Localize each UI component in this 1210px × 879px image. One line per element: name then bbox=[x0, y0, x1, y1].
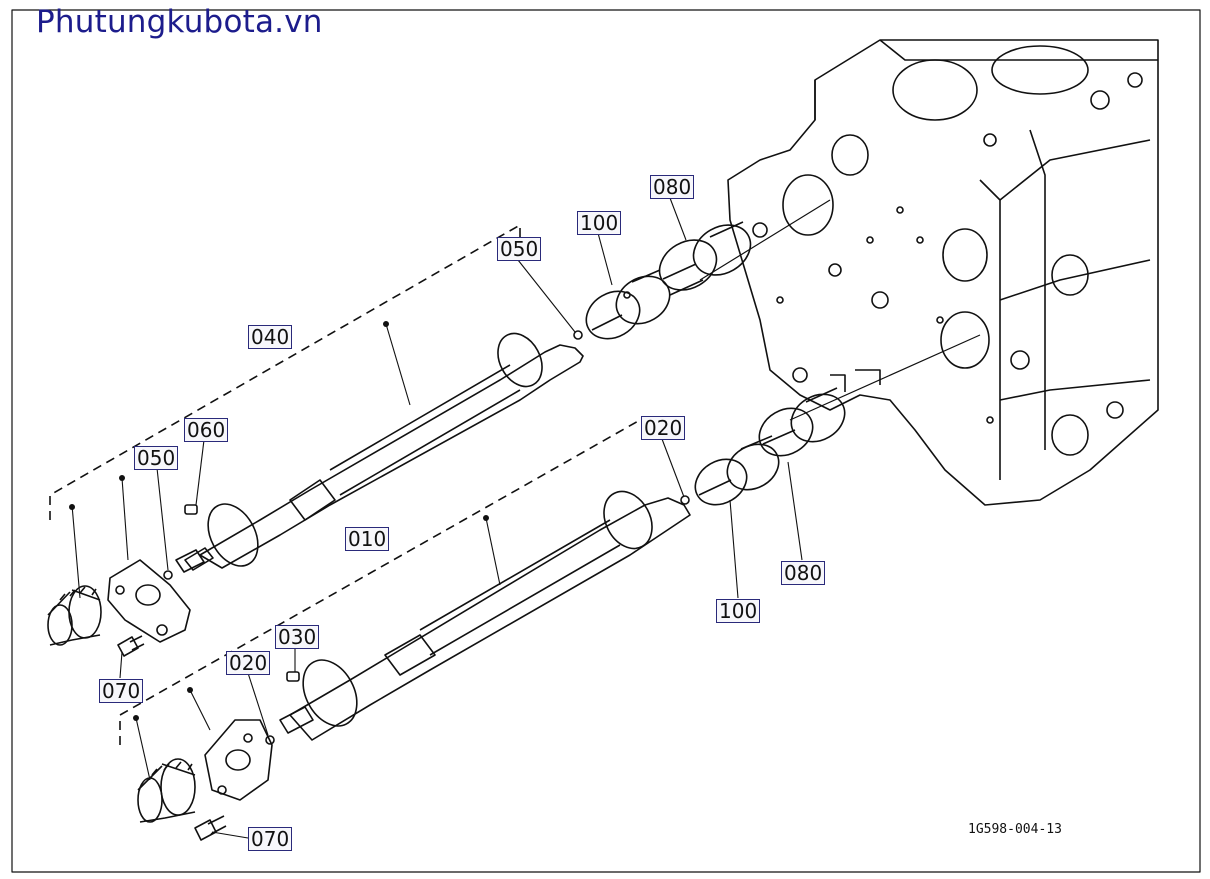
callout-100-top[interactable]: 100 bbox=[577, 211, 622, 235]
bushing-080-lower bbox=[758, 387, 846, 457]
callout-060[interactable]: 060 bbox=[184, 418, 229, 442]
key-030 bbox=[286, 671, 300, 682]
callout-070-top[interactable]: 070 bbox=[99, 679, 144, 703]
callout-030[interactable]: 030 bbox=[275, 625, 320, 649]
bushing-100-lower bbox=[694, 435, 780, 506]
plate-upper bbox=[107, 559, 191, 643]
callout-100-bottom[interactable]: 100 bbox=[716, 599, 761, 623]
key-060 bbox=[184, 504, 198, 515]
drawing-code: 1G598-004-13 bbox=[968, 822, 1062, 837]
bolt-lower bbox=[194, 815, 227, 841]
callout-080-bottom[interactable]: 080 bbox=[781, 561, 826, 585]
ball-050-left bbox=[163, 570, 173, 580]
callout-020-mid[interactable]: 020 bbox=[641, 416, 686, 440]
shaft-010 bbox=[279, 490, 691, 741]
plate-lower bbox=[204, 719, 273, 801]
engine-block bbox=[727, 39, 1159, 506]
bushing-100-upper bbox=[585, 269, 671, 340]
leader-dots bbox=[69, 321, 489, 721]
bushing-080-upper bbox=[658, 221, 752, 296]
gear-upper bbox=[47, 585, 102, 646]
gear-lower bbox=[137, 758, 196, 823]
watermark: Phutungkubota.vn bbox=[36, 4, 323, 40]
ball-050-top bbox=[573, 330, 583, 340]
leader-lines bbox=[71, 197, 803, 839]
ball-020-mid bbox=[680, 495, 690, 505]
drawing-border bbox=[11, 9, 1201, 873]
ball-020-left bbox=[265, 735, 275, 745]
callout-010[interactable]: 010 bbox=[345, 527, 390, 551]
callout-040[interactable]: 040 bbox=[248, 325, 293, 349]
group-brackets bbox=[49, 223, 641, 745]
callout-070-bottom[interactable]: 070 bbox=[248, 827, 293, 851]
callout-050-left[interactable]: 050 bbox=[134, 446, 179, 470]
callout-020-left[interactable]: 020 bbox=[226, 651, 271, 675]
shaft-040 bbox=[175, 332, 584, 573]
callout-080-top[interactable]: 080 bbox=[650, 175, 695, 199]
callout-050-top[interactable]: 050 bbox=[497, 237, 542, 261]
